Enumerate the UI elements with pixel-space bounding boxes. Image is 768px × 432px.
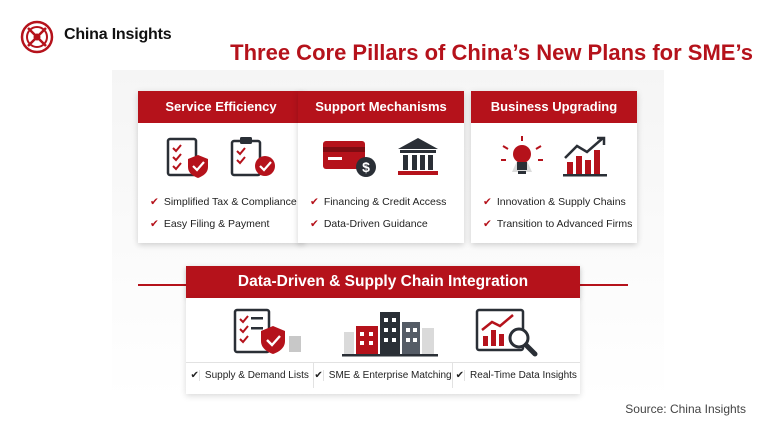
divider-left (138, 284, 186, 286)
checklist-shield-icon (166, 137, 208, 178)
list-item: ✔Innovation & Supply Chains (483, 196, 626, 208)
growth-chart-icon (563, 136, 607, 177)
pillar-card-support-mechanisms: Support Mechanisms $ ✔Financing & Credit… (298, 91, 464, 243)
clipboard-check-icon (230, 137, 275, 177)
integration-heading: Data-Driven & Supply Chain Integration (186, 266, 580, 298)
list-item: ✔Data-Driven Guidance (310, 218, 428, 230)
list-item: ✔Financing & Credit Access (310, 196, 447, 208)
svg-text:$: $ (362, 159, 370, 175)
divider-right (580, 284, 628, 286)
lightbulb-icon (501, 136, 543, 174)
compass-logo-icon (20, 20, 54, 54)
list-item: ✔Simplified Tax & Compliance (150, 196, 297, 208)
city-buildings-icon (341, 312, 438, 357)
page-title: Three Core Pillars of China’s New Plans … (230, 40, 753, 65)
list-item: ✔Supply & Demand Lists (186, 363, 315, 388)
list-item: ✔Transition to Advanced Firms (483, 218, 633, 230)
pillar-heading: Support Mechanisms (298, 91, 464, 123)
list-item: ✔Easy Filing & Payment (150, 218, 270, 230)
source-caption: Source: China Insights (625, 402, 746, 416)
pillar-card-service-efficiency: Service Efficiency ✔Simplified Tax & Com… (138, 91, 304, 243)
credit-card-icon: $ (323, 141, 376, 177)
brand-name: China Insights (64, 26, 172, 43)
document-shield-icon (234, 308, 302, 354)
integration-panel: ✔Supply & Demand Lists ✔SME & Enterprise… (186, 298, 580, 394)
list-item: ✔SME & Enterprise Matching (314, 363, 453, 388)
pillar-heading: Service Efficiency (138, 91, 304, 123)
pillar-heading: Business Upgrading (471, 91, 637, 123)
pillar-card-business-upgrading: Business Upgrading ✔Innovation & Supply … (471, 91, 637, 243)
bank-icon (398, 138, 438, 175)
analytics-magnifier-icon (475, 308, 538, 357)
list-item: ✔Real-Time Data Insights (455, 370, 577, 381)
